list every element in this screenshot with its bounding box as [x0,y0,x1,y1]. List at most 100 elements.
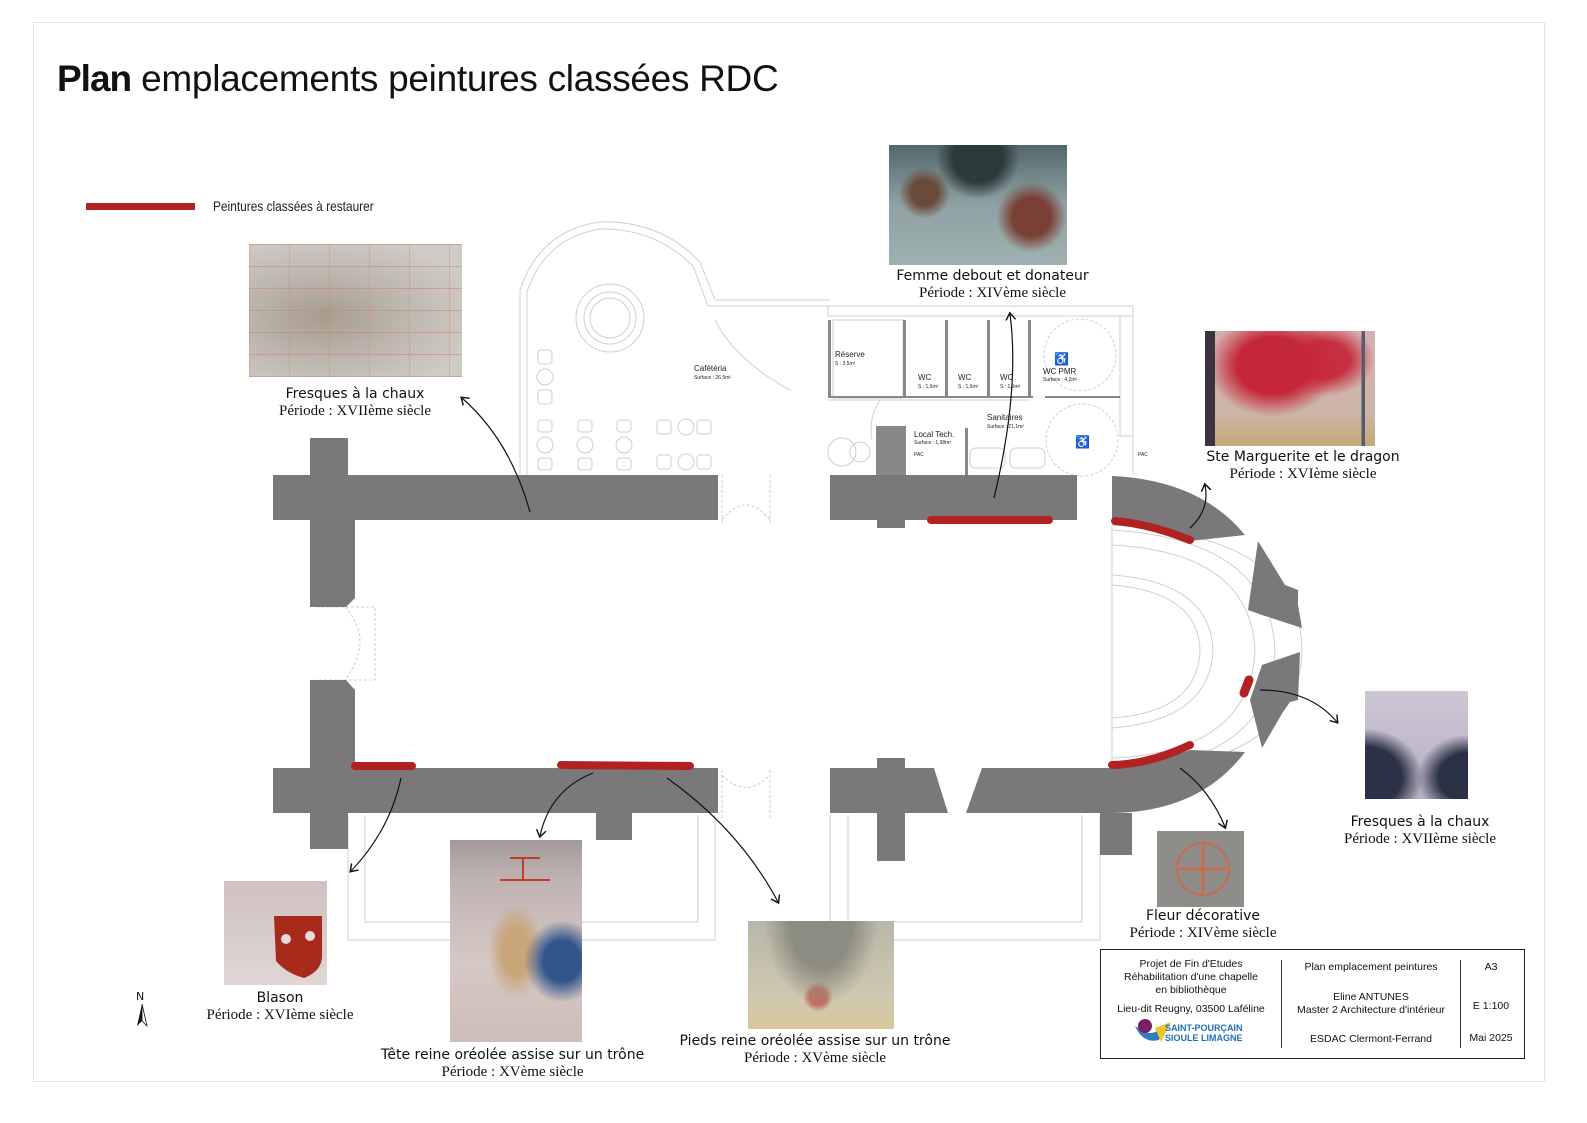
arrow-fleur [1179,767,1225,827]
room-sanitaires-surface: Surface : 21,1m² [987,424,1024,430]
accessibility-icon: ♿ [1054,352,1069,366]
painting-marker-reine[interactable] [557,761,694,770]
caption-period: Période : XVIème siècle [1229,466,1377,482]
room-local-tech-name: Local Tech. [914,430,954,439]
arrow-ste-marguerite [1189,485,1206,529]
drawing-scale: E 1:100 [1472,1000,1510,1012]
room-wc3-surface: S : 1,9m² [1000,384,1021,390]
caption-period: Période : XVIIème siècle [278,403,432,419]
drawing-title: Plan emplacement peintures [1304,961,1438,973]
title-block-divider [1460,960,1461,1048]
photo-pieds-reine[interactable] [748,921,894,1029]
room-wc1-name: WC [918,373,932,382]
pac-label-1: PAC [914,452,924,458]
caption-period: Période : XVIème siècle [206,1007,354,1023]
fleur-motif [1176,842,1230,896]
arrow-fresques-1 [462,398,531,513]
arrow-pieds-reine [666,777,778,902]
blason-shield [274,916,322,978]
photo-fresques-chaux-1[interactable] [249,244,462,377]
caption-femme-debout: Femme debout et donateur Période : XIVèm… [885,268,1100,302]
project-line-3: en bibliothèque [1155,984,1227,996]
room-sanitaires-name: Sanitaires [987,413,1023,422]
title-rest: emplacements peintures classées RDC [141,58,779,99]
painting-marker-fresques-2[interactable] [1239,675,1254,698]
room-cafeteria-name: Cafétéria [694,364,727,373]
arrow-femme-debout [993,314,1013,499]
main-walls [273,438,1302,861]
community-logo: SAINT-POURÇAIN SIOULE LIMAGNE [1131,1018,1261,1048]
room-wc3-name: WC [1000,373,1014,382]
caption-fleur-decorative: Fleur décorative Période : XIVème siècle [1108,908,1298,942]
accessibility-icon: ♿ [1075,435,1090,449]
title-block: Projet de Fin d'Etudes Réhabilitation d'… [1100,949,1525,1059]
project-line-1: Projet de Fin d'Etudes [1139,958,1243,970]
room-reserve-surface: S : 3,5m² [835,361,856,367]
room-wc-pmr-name: WC PMR [1043,367,1077,376]
caption-name: Tête reine oréolée assise sur un trône [380,1047,645,1063]
photo-fresques-chaux-2[interactable] [1365,691,1468,799]
svg-text:N: N [136,990,144,1003]
program-name: Master 2 Architecture d'intérieur [1297,1004,1445,1016]
painting-marker-ste-marguerite[interactable] [1111,517,1194,544]
room-local-tech-surface: Surface : 1,98m² [914,440,951,446]
caption-fresques-chaux-1: Fresques à la chaux Période : XVIIème si… [265,386,445,420]
room-cafeteria-surface: Surface : 26,5m² [694,375,731,381]
logo-icon: SAINT-POURÇAIN SIOULE LIMAGNE [1135,1019,1243,1043]
caption-tete-reine: Tête reine oréolée assise sur un trône P… [370,1047,655,1081]
title-block-drawing: Plan emplacement peintures Eline ANTUNES… [1282,950,1460,1058]
svg-text:SAINT-POURÇAIN: SAINT-POURÇAIN [1165,1023,1243,1033]
project-line-2: Réhabilitation d'une chapelle [1124,971,1258,983]
title-bold: Plan [57,58,132,99]
caption-name: Ste Marguerite et le dragon [1206,449,1400,465]
caption-period: Période : XVème siècle [441,1064,584,1080]
room-reserve-name: Réserve [835,350,865,359]
caption-fresques-chaux-2: Fresques à la chaux Période : XVIIème si… [1330,814,1510,848]
caption-period: Période : XIVème siècle [1129,925,1277,941]
caption-name: Fresques à la chaux [285,386,425,402]
annex-lines [316,221,1303,941]
north-arrow-icon: N [136,990,148,1028]
photo-fleur-decorative[interactable] [1157,831,1244,907]
paper-format: A3 [1484,961,1498,973]
caption-name: Fresques à la chaux [1350,814,1490,830]
arrow-tete-reine [540,772,594,836]
school-name: ESDAC Clermont-Ferrand [1310,1033,1432,1045]
page-title: Plan emplacements peintures classées RDC [57,58,779,100]
tete-reine-motif [500,857,550,881]
caption-blason: Blason Période : XVIème siècle [190,990,370,1024]
arrow-blason [351,777,402,871]
caption-period: Période : XVème siècle [743,1050,887,1066]
painting-markers [351,516,1254,770]
room-wc-pmr-surface: Surface : 4,2m² [1043,377,1078,383]
room-wc1-surface: S : 1,9m² [918,384,939,390]
photo-ste-marguerite[interactable] [1205,331,1375,446]
room-wc2-name: WC [958,373,972,382]
pac-label-2: PAC [1138,452,1148,458]
room-labels: Cafétéria Surface : 26,5m² Réserve S : 3… [694,350,1148,458]
svg-text:SIOULE LIMAGNE: SIOULE LIMAGNE [1165,1033,1243,1043]
caption-period: Période : XIVème siècle [918,285,1067,301]
legend-label: Peintures classées à restaurer [213,198,374,214]
legend: Peintures classées à restaurer [86,198,402,214]
painting-marker-fleur[interactable] [1108,741,1194,769]
photo-tete-reine[interactable] [450,840,582,1042]
photo-blason[interactable] [224,881,327,985]
photo-femme-debout[interactable] [889,145,1067,265]
author-name: Eline ANTUNES [1333,991,1409,1003]
project-address: Lieu-dit Reugny, 03500 Laféline [1117,1003,1265,1015]
room-wc2-surface: S : 1,9m² [958,384,979,390]
interior-walls [828,320,1120,476]
caption-name: Femme debout et donateur [896,268,1089,284]
caption-pieds-reine: Pieds reine oréolée assise sur un trône … [670,1033,960,1067]
arrow-fresques-2 [1259,689,1337,722]
title-block-divider [1281,960,1282,1048]
title-block-meta: A3 E 1:100 Mai 2025 [1461,950,1521,1058]
legend-swatch [86,202,195,210]
north-arrow: N [133,988,153,1028]
caption-name: Pieds reine oréolée assise sur un trône [679,1033,951,1049]
caption-period: Période : XVIIème siècle [1343,831,1497,847]
caption-ste-marguerite: Ste Marguerite et le dragon Période : XV… [1198,449,1408,483]
caption-name: Fleur décorative [1145,908,1260,924]
